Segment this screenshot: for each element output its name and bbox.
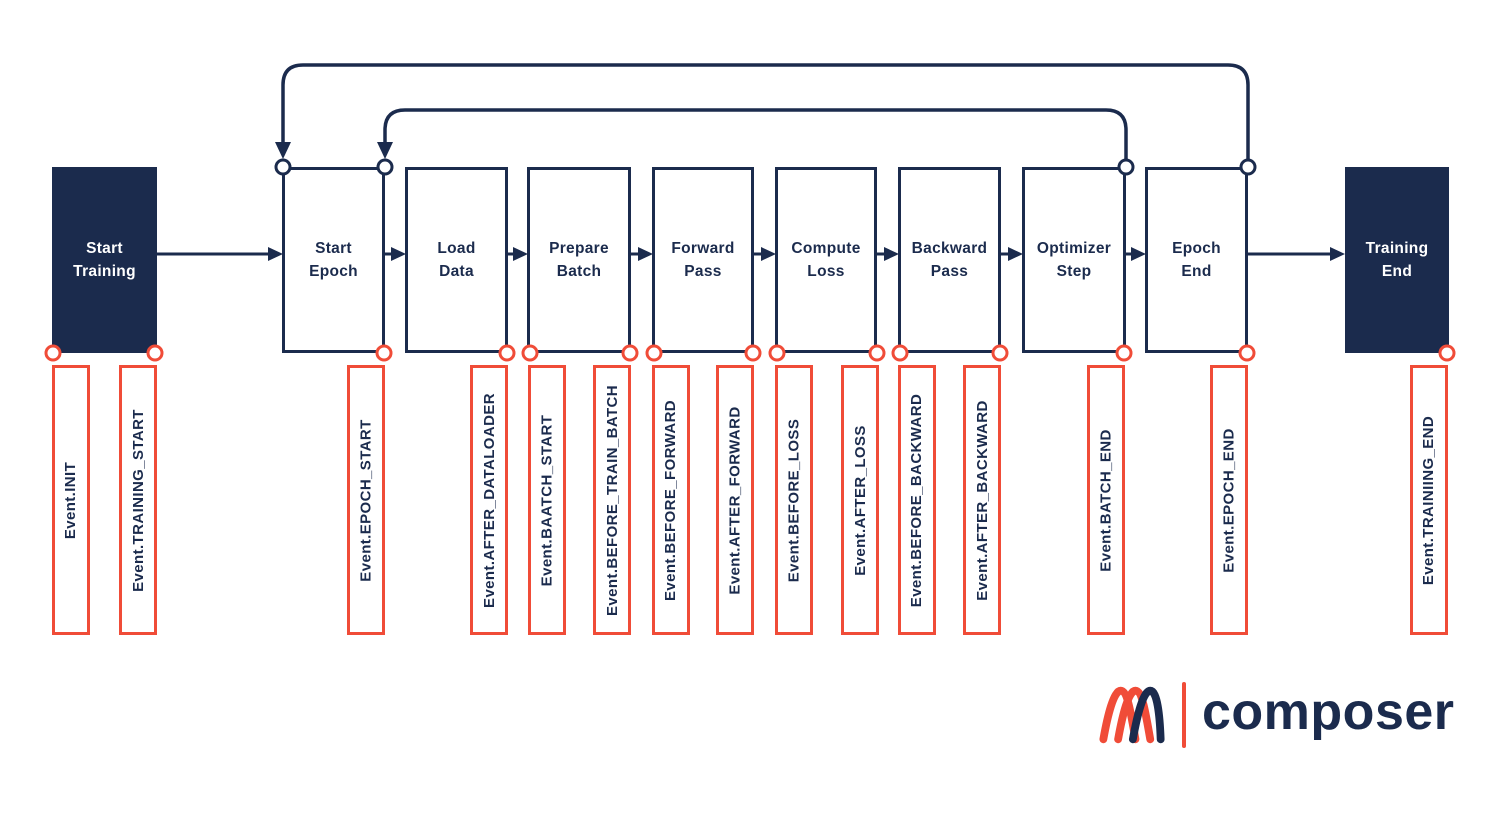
event-label-text: Event.EPOCH_END — [1220, 427, 1238, 573]
event-label-batch-start: Event.BAATCH_START — [528, 365, 566, 635]
epoch-loop-arrow — [275, 63, 1250, 159]
event-label-init: Event.INIT — [52, 365, 90, 635]
flow-box-label: Forward Pass — [671, 239, 735, 280]
event-label-text: Event.BEFORE_BACKWARD — [908, 393, 926, 607]
event-label-text: Event.BEFORE_FORWARD — [662, 399, 680, 601]
event-label-text: Event.AFTER_BACKWARD — [973, 399, 991, 601]
event-label-text: Event.INIT — [62, 461, 80, 539]
flow-box-training-end: Training End — [1345, 167, 1449, 353]
event-label-text: Event.BATCH_END — [1097, 428, 1115, 572]
logo-divider — [1182, 682, 1186, 748]
flow-box-optimizer-step: Optimizer Step — [1022, 167, 1126, 353]
event-label-text: Event.TRAINIING_END — [1420, 415, 1438, 585]
flow-box-start-epoch: Start Epoch — [282, 167, 385, 353]
event-label-before-backward: Event.BEFORE_BACKWARD — [898, 365, 936, 635]
event-label-text: Event.EPOCH_START — [357, 418, 375, 582]
flow-box-start-training: Start Training — [52, 167, 157, 353]
event-label-after-loss: Event.AFTER_LOSS — [841, 365, 879, 635]
flow-box-epoch-end: Epoch End — [1145, 167, 1248, 353]
flow-box-label: Load Data — [437, 239, 476, 280]
event-label-training-end: Event.TRAINIING_END — [1410, 365, 1448, 635]
flow-box-load-data: Load Data — [405, 167, 508, 353]
event-label-after-dataloader: Event.AFTER_DATALOADER — [470, 365, 508, 635]
event-label-text: Event.AFTER_LOSS — [851, 424, 869, 576]
event-label-before-forward: Event.BEFORE_FORWARD — [652, 365, 690, 635]
event-label-epoch-end: Event.EPOCH_END — [1210, 365, 1248, 635]
flow-box-compute-loss: Compute Loss — [775, 167, 877, 353]
flow-box-label: Epoch End — [1172, 239, 1221, 280]
flow-box-label: Start Training — [73, 239, 136, 280]
batch-loop-arrow — [377, 108, 1128, 159]
event-label-text: Event.AFTER_FORWARD — [726, 405, 744, 595]
event-label-text: Event.BEFORE_TRAIN_BATCH — [603, 384, 621, 616]
flow-box-label: Optimizer Step — [1036, 239, 1112, 280]
event-label-training-start: Event.TRAINING_START — [119, 365, 157, 635]
event-label-epoch-start: Event.EPOCH_START — [347, 365, 385, 635]
flow-box-prepare-batch: Prepare Batch — [527, 167, 631, 353]
flow-box-forward-pass: Forward Pass — [652, 167, 754, 353]
event-label-text: Event.AFTER_DATALOADER — [480, 392, 498, 608]
event-label-batch-end: Event.BATCH_END — [1087, 365, 1125, 635]
event-label-after-forward: Event.AFTER_FORWARD — [716, 365, 754, 635]
composer-logo: composer — [1096, 682, 1455, 748]
composer-wordmark: composer — [1202, 683, 1455, 741]
flow-box-label: Start Epoch — [309, 239, 358, 280]
flow-box-label: Compute Loss — [791, 239, 861, 280]
flow-box-backward-pass: Backward Pass — [898, 167, 1001, 353]
event-label-text: Event.BEFORE_LOSS — [785, 418, 803, 582]
event-label-text: Event.TRAINING_START — [129, 408, 147, 592]
composer-logo-mark — [1099, 686, 1165, 744]
flow-box-label: Training End — [1365, 239, 1429, 280]
event-label-after-backward: Event.AFTER_BACKWARD — [963, 365, 1001, 635]
event-label-text: Event.BAATCH_START — [538, 414, 556, 586]
event-label-before-loss: Event.BEFORE_LOSS — [775, 365, 813, 635]
event-label-before-train-batch: Event.BEFORE_TRAIN_BATCH — [593, 365, 631, 635]
flow-box-label: Prepare Batch — [549, 239, 609, 280]
flow-box-label: Backward Pass — [911, 239, 988, 280]
